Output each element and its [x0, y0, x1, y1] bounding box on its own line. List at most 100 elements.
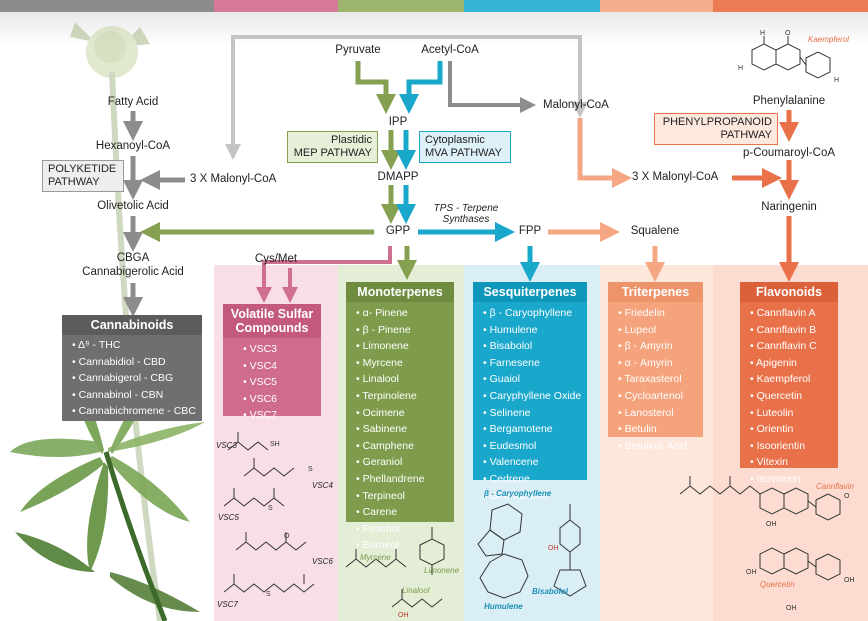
- list-item: Eudesmol: [483, 438, 579, 455]
- list-item: Lanosterol: [618, 405, 695, 422]
- list-item: Guaiol: [483, 371, 579, 388]
- node-malonyl-coa: Malonyl-CoA: [543, 99, 609, 111]
- sesquiterpenes-box: Sesquiterpenes β - Caryophyllene Humulene…: [473, 282, 587, 502]
- list-item: Cannabinol - CBN: [72, 387, 194, 404]
- list-item: Quercetin: [750, 388, 830, 405]
- node-fatty-acid: Fatty Acid: [107, 96, 159, 108]
- node-malonyl-left: 3 X Malonyl-CoA: [190, 173, 277, 185]
- kaempferol-h3: H: [834, 77, 839, 84]
- list-item: Camphene: [356, 438, 446, 455]
- color-strip-peach: [600, 0, 713, 12]
- cannflavin-o: O: [844, 493, 850, 500]
- polyketide-line-2: PATHWAY: [48, 176, 100, 188]
- list-item: Friedelin: [618, 305, 695, 322]
- list-item: VSC4: [243, 358, 313, 375]
- quercetin-oh-2: OH: [746, 569, 757, 576]
- triterpenes-list: FriedelinLupeolβ - Amyrinα - AmyrinTarax…: [608, 302, 703, 458]
- color-strip-orange: [713, 0, 868, 12]
- node-cys-met: Cys/Met: [254, 253, 298, 265]
- sh-atom: SH: [270, 441, 280, 448]
- list-item: VSC7: [243, 407, 313, 424]
- triterpenes-title: Triterpenes: [608, 282, 703, 302]
- linalool-label: Linalool: [402, 586, 430, 595]
- node-malonyl-right: 3 X Malonyl-CoA: [632, 171, 719, 183]
- list-item: Betulin: [618, 421, 695, 438]
- list-item: Myrcene: [356, 355, 446, 372]
- list-item: Isovitexin: [750, 471, 830, 488]
- node-fpp: FPP: [518, 225, 542, 237]
- vsc5-label: VSC5: [218, 513, 239, 522]
- list-item: Isoorientin: [750, 438, 830, 455]
- node-squalene: Squalene: [630, 225, 680, 237]
- node-acetyl-coa: Acetyl-CoA: [421, 44, 479, 56]
- vsc3-label: VSC3: [216, 441, 237, 450]
- s-atom-2: S: [268, 505, 273, 512]
- node-pyruvate: Pyruvate: [335, 44, 381, 56]
- list-item: Phellandrene: [356, 471, 446, 488]
- list-item: Limonene: [356, 338, 446, 355]
- o-atom-1: O: [284, 533, 290, 540]
- color-strip-pink: [214, 0, 338, 12]
- mva-line-2: MVA PATHWAY: [425, 147, 503, 159]
- polyketide-pathway-box: POLYKETIDE PATHWAY: [42, 160, 124, 192]
- myrcene-label: Myrcene: [360, 553, 391, 562]
- list-item: Sabinene: [356, 421, 446, 438]
- list-item: Betulinic Acid: [618, 438, 695, 455]
- cannabinoids-box: Cannabinoids Δ⁹ - THCCannabidiol - CBDCa…: [62, 315, 202, 421]
- list-item: Lupeol: [618, 322, 695, 339]
- bisabolol-label: Bisabolol: [532, 587, 569, 596]
- flavonoids-title: Flavonoids: [740, 282, 838, 302]
- list-item: Germacrene: [483, 488, 579, 505]
- limonene-label: Limonene: [424, 566, 460, 575]
- mep-line-2: MEP PATHWAY: [293, 147, 372, 159]
- list-item: Carene: [356, 504, 446, 521]
- node-cbga: CBGA: [116, 252, 150, 264]
- mep-line-1: Plastidic: [331, 134, 372, 146]
- list-item: Geraniol: [356, 454, 446, 471]
- list-item: α- Pinene: [356, 305, 446, 322]
- s-atom-3: S: [266, 591, 271, 598]
- list-item: Kaempferol: [750, 371, 830, 388]
- quercetin-label: Quercetin: [760, 580, 795, 589]
- color-strip-green: [338, 0, 464, 12]
- flavonoids-box: Flavonoids Cannflavin ACannflavin BCannf…: [740, 282, 838, 485]
- node-ipp: IPP: [388, 116, 408, 128]
- list-item: Δ⁹ - THC: [72, 337, 194, 354]
- color-strip-blue: [464, 0, 600, 12]
- vsc-title-line-1: Volatile Sulfar: [230, 307, 314, 321]
- list-item: Cannabigerol - CBG: [72, 370, 194, 387]
- list-item: Borneol: [356, 537, 446, 554]
- s-atom-1: S: [308, 466, 313, 473]
- list-item: α - Amyrin: [618, 355, 695, 372]
- monoterpenes-box: Monoterpenes α- Pineneβ - PineneLimonene…: [346, 282, 454, 551]
- node-hexanoyl-coa: Hexanoyl-CoA: [95, 140, 171, 152]
- list-item: Linalool: [356, 371, 446, 388]
- node-naringenin: Naringenin: [761, 201, 817, 213]
- list-item: VSC5: [243, 374, 313, 391]
- list-item: Cannabidiol - CBD: [72, 354, 194, 371]
- list-item: Selinene: [483, 405, 579, 422]
- cannflavin-label: Cannflavin: [816, 482, 854, 491]
- caryophyllene-label: β - Caryophyllene: [484, 489, 552, 498]
- list-item: Humulene: [483, 322, 579, 339]
- vsc7-label: VSC7: [217, 600, 238, 609]
- list-item: Cedrene: [483, 471, 579, 488]
- list-item: Apigenin: [750, 355, 830, 372]
- sesquiterpenes-list: β - CaryophylleneHumuleneBisabololFarnes…: [473, 302, 587, 508]
- list-item: Caryphyllene Oxide: [483, 388, 582, 405]
- vsc4-label: VSC4: [312, 481, 333, 490]
- sesquiterpenes-title: Sesquiterpenes: [473, 282, 587, 302]
- vsc-box: Volatile Sulfar Compounds VSC3VSC4VSC5VS…: [223, 304, 321, 421]
- node-dmapp: DMAPP: [377, 171, 419, 183]
- list-item: Taraxasterol: [618, 371, 695, 388]
- node-p-coumaroyl-coa: p-Coumaroyl-CoA: [742, 147, 836, 159]
- list-item: Orientin: [750, 421, 830, 438]
- sesquiterpene-structures: OH: [477, 503, 587, 599]
- triterpenes-box: Triterpenes FriedelinLupeolβ - Amyrinα -…: [608, 282, 703, 452]
- list-item: Luteolin: [750, 405, 830, 422]
- list-item: VSC6: [243, 391, 313, 408]
- tps-line-1: TPS - Terpene: [433, 203, 499, 214]
